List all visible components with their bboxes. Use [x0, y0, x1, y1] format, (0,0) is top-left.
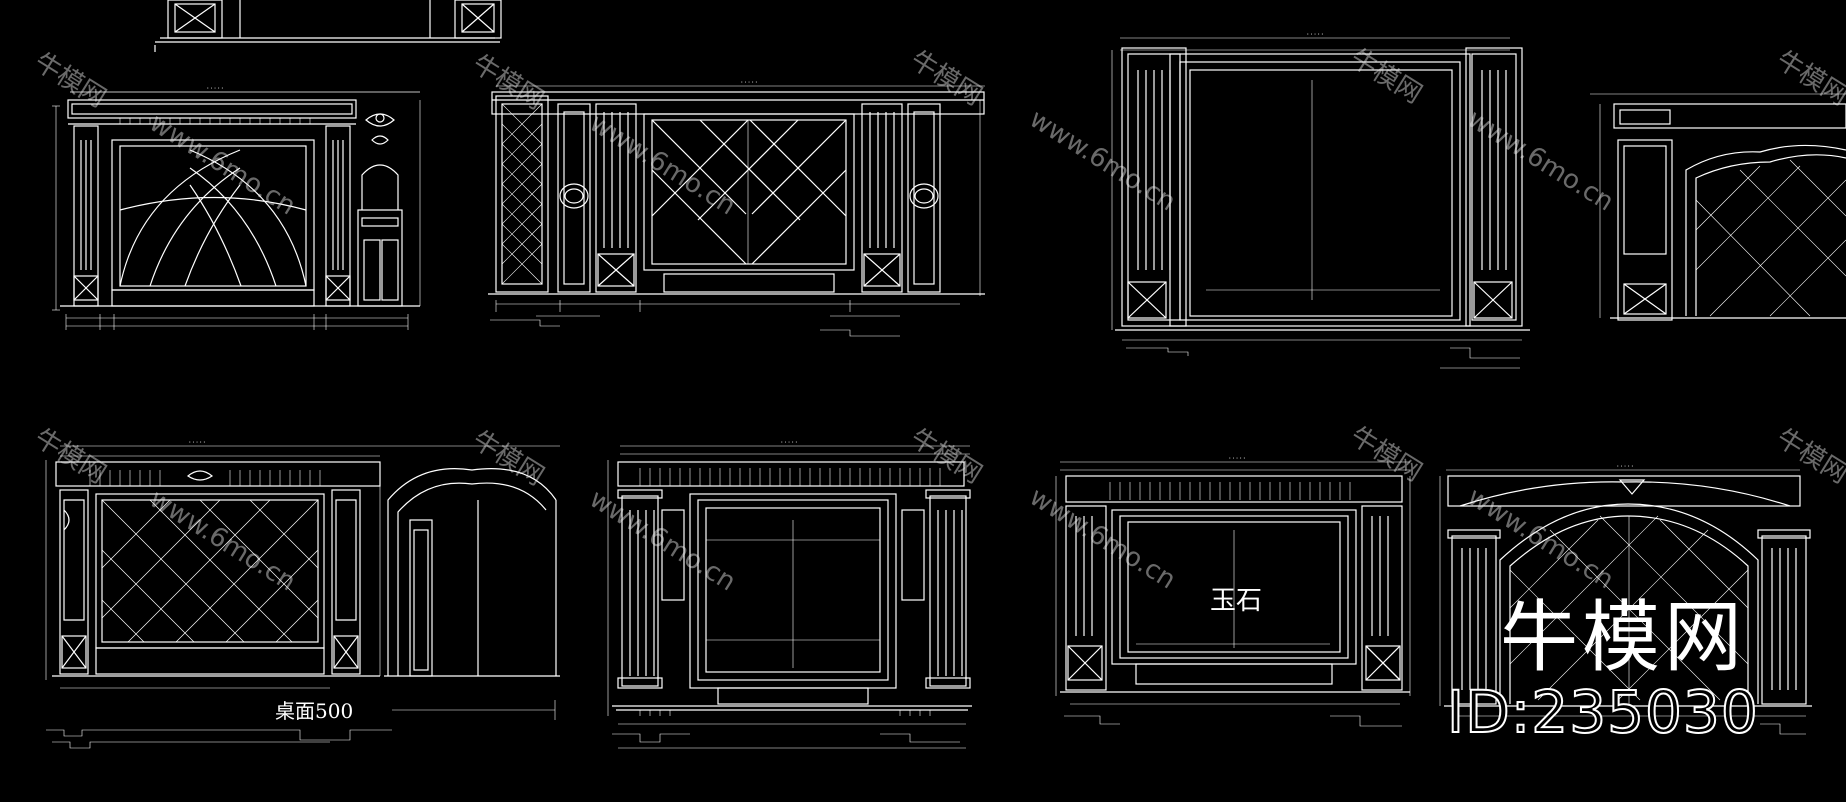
brand-logo-text: 牛模网 — [1499, 593, 1746, 683]
elevation-h — [1439, 469, 1812, 735]
desk-note: 桌面500 — [275, 699, 354, 723]
elevation-d — [1590, 93, 1846, 321]
dim-tick: ····· — [206, 85, 224, 92]
elevation-top-partial — [154, 0, 502, 52]
dim-tick: ····· — [1228, 455, 1246, 462]
elevation-c — [1111, 37, 1530, 369]
brand-id-label: ID:235030 — [1446, 677, 1759, 747]
elevation-b — [488, 85, 985, 337]
elevation-e — [45, 445, 560, 749]
elevation-f — [607, 445, 972, 749]
dim-tick: ····· — [1616, 463, 1634, 470]
dim-tick: ····· — [780, 439, 798, 446]
stone-note: 玉石 — [1210, 586, 1263, 616]
dim-tick: ····· — [740, 79, 758, 86]
dim-tick: ····· — [188, 439, 206, 446]
elevation-a — [52, 91, 421, 330]
dim-tick: ····· — [1306, 31, 1324, 38]
elevation-g — [1055, 461, 1411, 727]
